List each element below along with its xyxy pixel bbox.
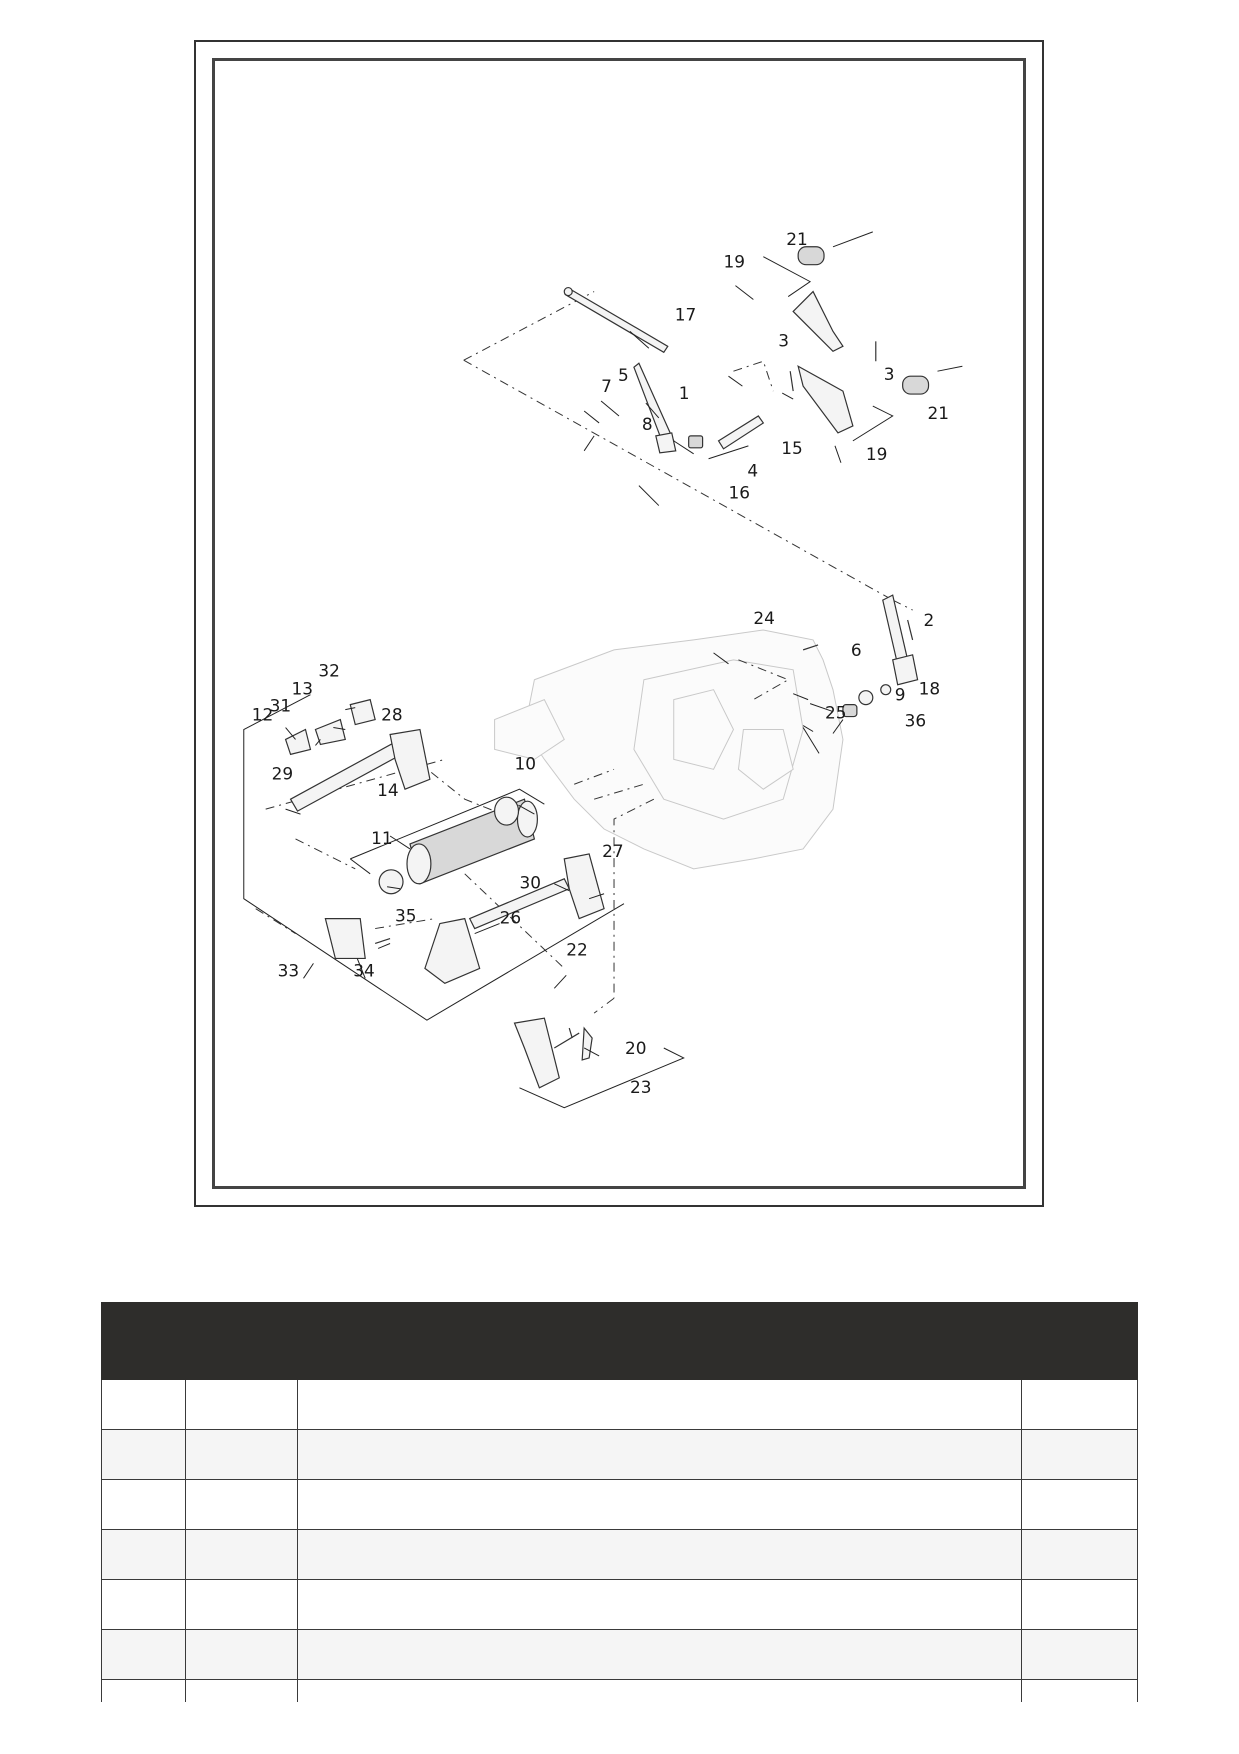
diagram-frame-outer: 1 2 3 3 4 5 6 7 8 9 10 11 12 13 14 15 16…	[194, 40, 1044, 1207]
table-cell	[101, 1479, 186, 1530]
parts-table	[101, 1302, 1138, 1702]
callout-label: 19	[866, 444, 888, 464]
callout-label: 10	[514, 753, 536, 773]
shift-drum-and-forks	[284, 698, 605, 984]
table-cell	[101, 1579, 186, 1630]
callout-label: 8	[642, 414, 653, 434]
callout-label: 13	[292, 679, 314, 699]
bracket-lines	[243, 256, 894, 1109]
table-cell	[1021, 1479, 1138, 1530]
callout-label: 3	[778, 330, 789, 350]
table-cell	[1021, 1679, 1138, 1702]
callout-label: 27	[602, 841, 624, 861]
callout-label: 23	[630, 1077, 652, 1097]
table-cell	[101, 1429, 186, 1480]
callout-label: 16	[728, 483, 750, 503]
callout-label: 20	[625, 1038, 647, 1058]
callout-label: 21	[928, 403, 950, 423]
callout-label: 11	[371, 828, 393, 848]
table-row	[101, 1529, 1138, 1580]
table-cell	[185, 1629, 298, 1680]
callout-label: 18	[919, 679, 941, 699]
callout-label: 28	[381, 705, 403, 725]
callout-label: 2	[924, 610, 935, 630]
table-cell	[101, 1629, 186, 1680]
table-header-row	[101, 1302, 1138, 1380]
callout-label: 26	[500, 908, 522, 928]
callout-label: 21	[786, 229, 808, 249]
shift-arm-bottom	[513, 1017, 593, 1089]
table-cell	[1021, 1579, 1138, 1630]
diagram-frame-inner	[212, 58, 1026, 1189]
callout-label: 32	[318, 661, 340, 681]
callout-label: 5	[618, 365, 629, 385]
table-cell	[101, 1679, 186, 1702]
column-header	[185, 1302, 298, 1380]
column-header	[101, 1302, 186, 1380]
table-cell	[297, 1629, 1022, 1680]
table-cell	[297, 1679, 1022, 1702]
table-cell	[101, 1529, 186, 1580]
callout-labels: 1 2 3 3 4 5 6 7 8 9 10 11 12 13 14 15 16…	[252, 229, 949, 1097]
callout-label: 4	[747, 461, 758, 481]
table-cell	[297, 1429, 1022, 1480]
callout-label: 30	[519, 873, 541, 893]
callout-label: 33	[278, 960, 300, 980]
callout-label: 9	[895, 685, 906, 705]
table-cell	[185, 1579, 298, 1630]
callout-label: 15	[781, 438, 803, 458]
table-cell	[185, 1379, 298, 1430]
callout-label: 3	[884, 364, 895, 384]
callout-label: 17	[675, 304, 697, 324]
callout-label: 19	[724, 252, 746, 272]
table-cell	[297, 1479, 1022, 1530]
exploded-parts-diagram: 1 2 3 3 4 5 6 7 8 9 10 11 12 13 14 15 16…	[243, 229, 963, 1109]
table-cell	[297, 1529, 1022, 1580]
callout-label: 22	[566, 939, 588, 959]
callout-label: 36	[905, 711, 927, 731]
crankcase-drawing	[494, 629, 844, 870]
table-cell	[1021, 1629, 1138, 1680]
callout-label: 34	[353, 960, 375, 980]
callout-label: 31	[270, 696, 292, 716]
table-cell	[297, 1379, 1022, 1430]
table-row	[101, 1379, 1138, 1430]
table-row	[101, 1679, 1138, 1702]
table-cell	[185, 1529, 298, 1580]
callout-label: 24	[753, 608, 775, 628]
callout-label: 25	[825, 703, 847, 723]
shift-mechanism-top	[563, 231, 963, 454]
table-cell	[1021, 1379, 1138, 1430]
leader-lines	[285, 285, 844, 1057]
table-row	[101, 1429, 1138, 1480]
table-row	[101, 1629, 1138, 1680]
callout-label: 12	[252, 705, 274, 725]
table-cell	[185, 1479, 298, 1530]
table-cell	[101, 1379, 186, 1430]
table-cell	[1021, 1529, 1138, 1580]
table-cell	[1021, 1429, 1138, 1480]
callout-label: 1	[679, 383, 690, 403]
table-row	[101, 1579, 1138, 1630]
table-row	[101, 1479, 1138, 1530]
callout-label: 29	[272, 763, 294, 783]
column-header	[1021, 1302, 1138, 1380]
table-cell	[185, 1429, 298, 1480]
table-cell	[185, 1679, 298, 1702]
callout-label: 14	[377, 780, 399, 800]
callout-label: 7	[601, 376, 612, 396]
callout-label: 35	[395, 906, 417, 926]
shift-mechanism-right	[802, 594, 919, 718]
table-cell	[297, 1579, 1022, 1630]
column-header	[297, 1302, 1022, 1380]
callout-label: 6	[851, 640, 862, 660]
